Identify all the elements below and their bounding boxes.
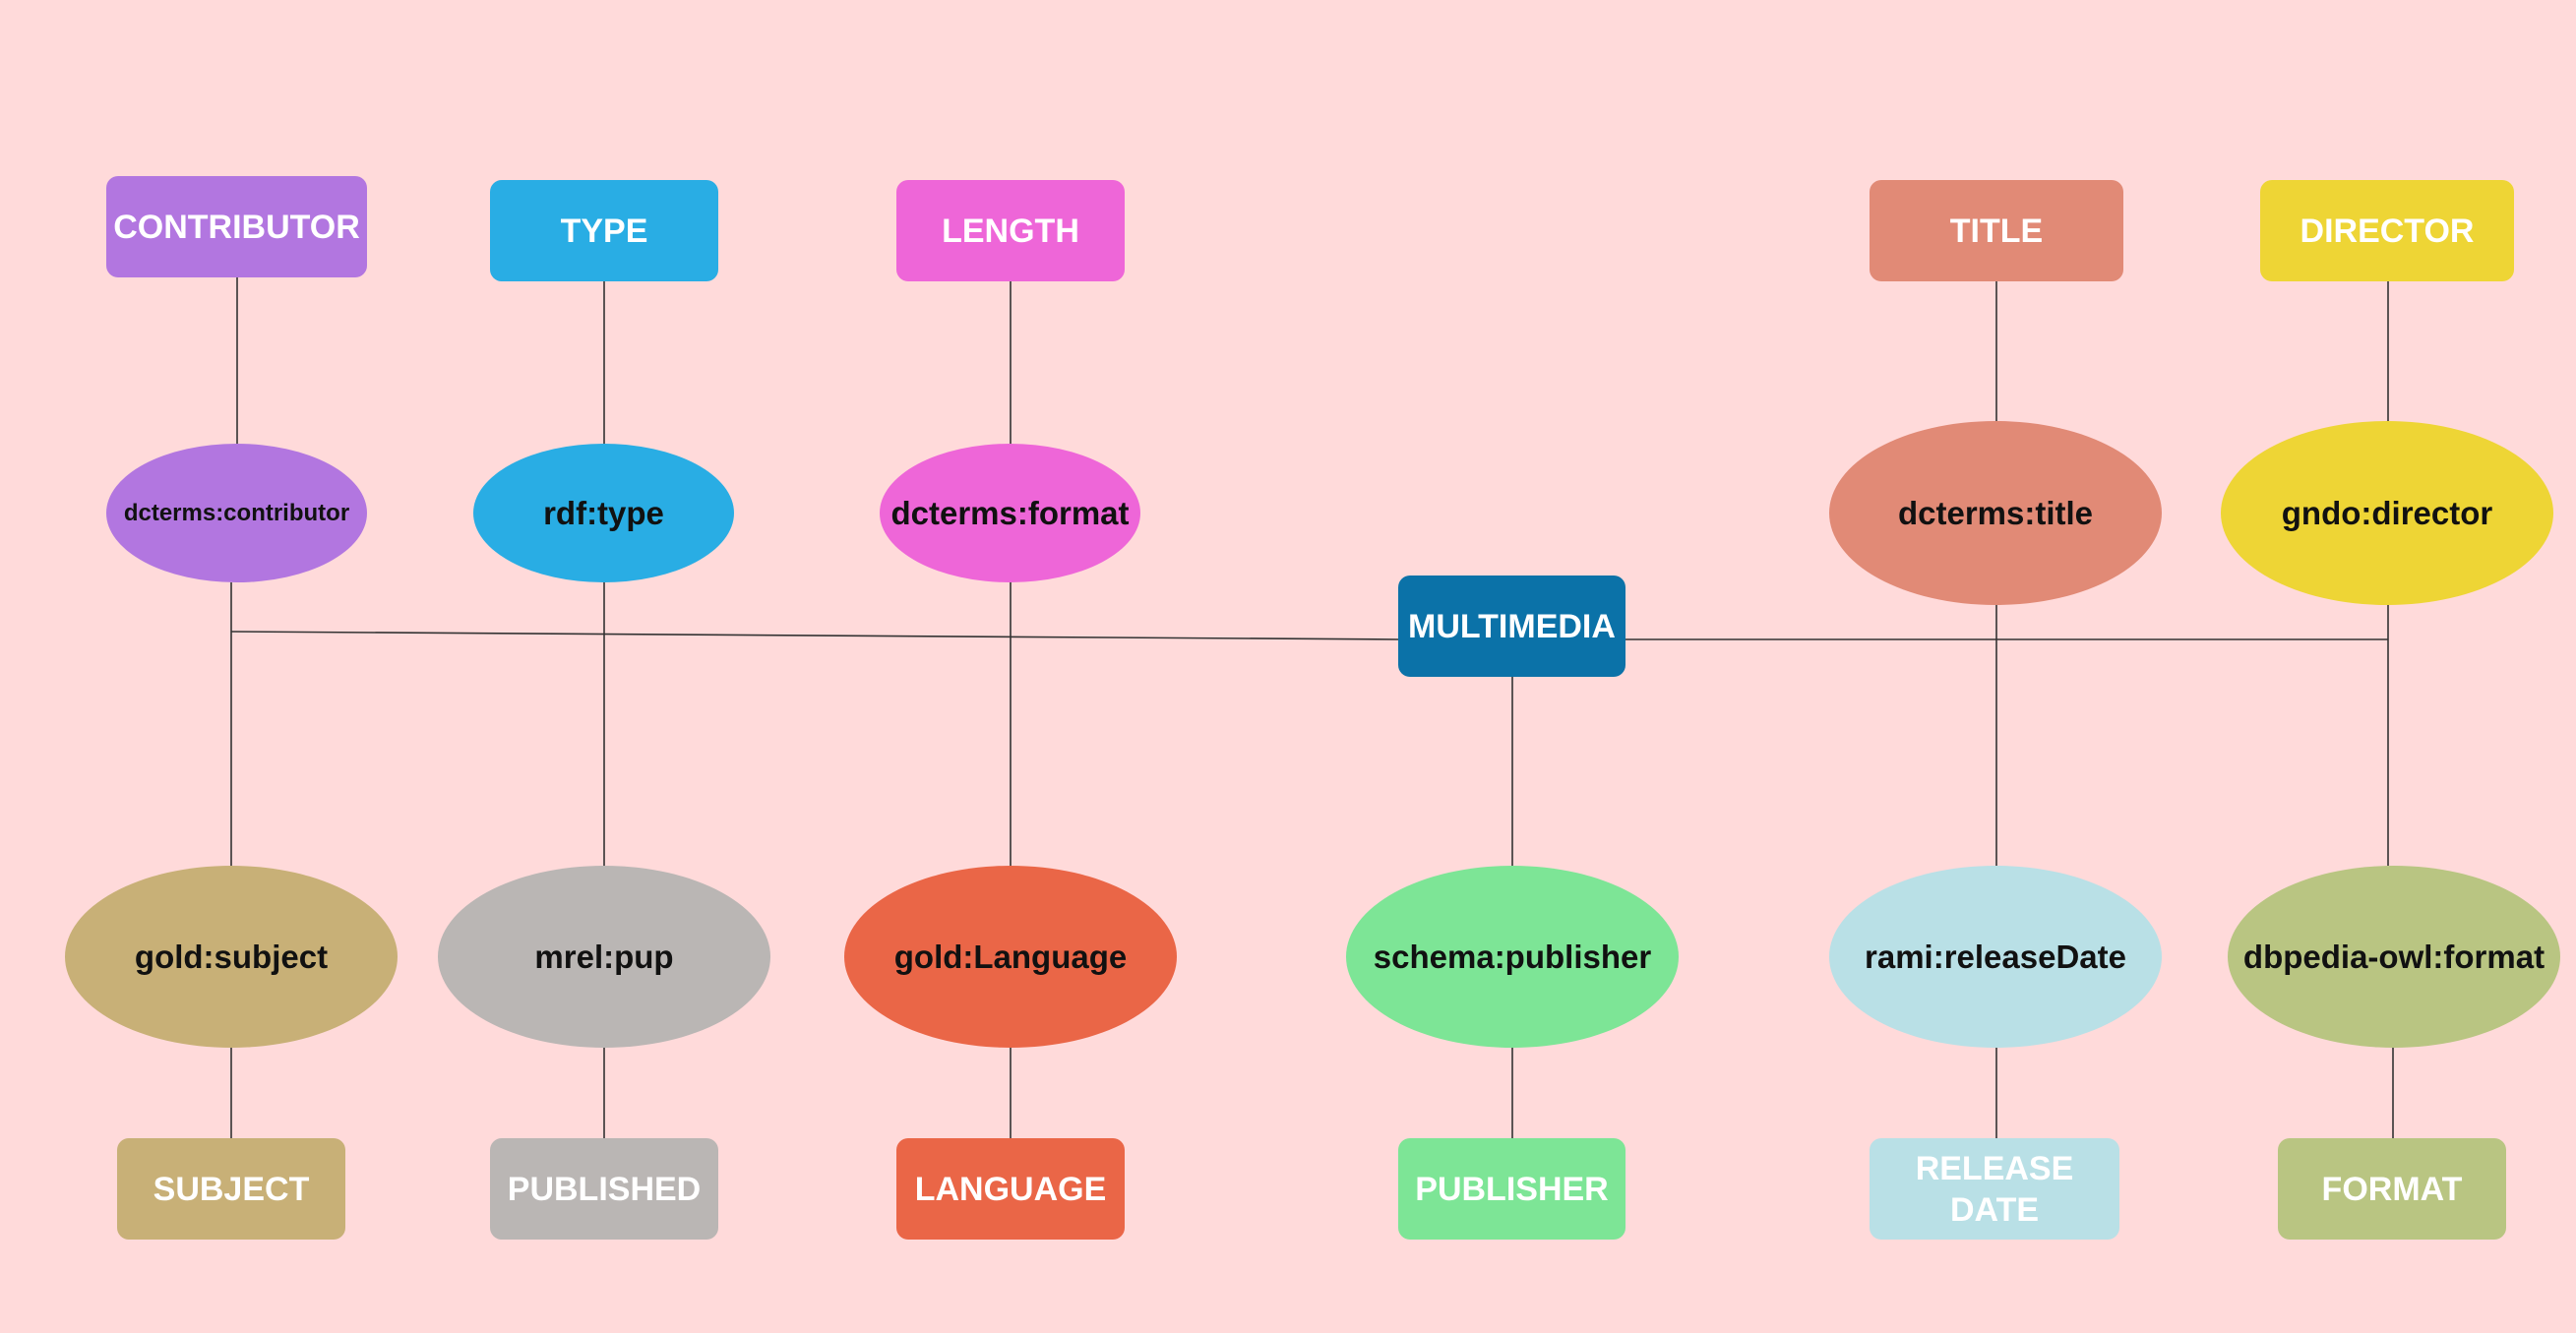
contributor-box: CONTRIBUTOR [106,176,367,277]
edge-spine-left [230,631,1399,640]
dcterms-title-ellipse: dcterms:title [1829,421,2162,605]
length-box: LENGTH [896,180,1125,281]
gold-subject-ellipse: gold:subject [65,866,398,1048]
dcterms-format-ellipse: dcterms:format [880,444,1140,582]
dcterms-contributor-ellipse: dcterms:contributor [106,444,367,582]
rdf-type-ellipse: rdf:type [473,444,734,582]
type-box: TYPE [490,180,718,281]
dbpedia-owl-format-ellipse: dbpedia-owl:format [2228,866,2560,1048]
mrel-pup-ellipse: mrel:pup [438,866,770,1048]
multimedia-box: MULTIMEDIA [1398,576,1625,677]
published-box: PUBLISHED [490,1138,718,1240]
gold-language-ellipse: gold:Language [844,866,1177,1048]
publisher-box: PUBLISHER [1398,1138,1625,1240]
director-box: DIRECTOR [2260,180,2514,281]
title-box: TITLE [1870,180,2123,281]
release-date-box: RELEASE DATE [1870,1138,2119,1240]
subject-box: SUBJECT [117,1138,345,1240]
format-box: FORMAT [2278,1138,2506,1240]
gndo-director-ellipse: gndo:director [2221,421,2553,605]
language-box: LANGUAGE [896,1138,1125,1240]
rami-releasedate-ellipse: rami:releaseDate [1829,866,2162,1048]
schema-publisher-ellipse: schema:publisher [1346,866,1679,1048]
